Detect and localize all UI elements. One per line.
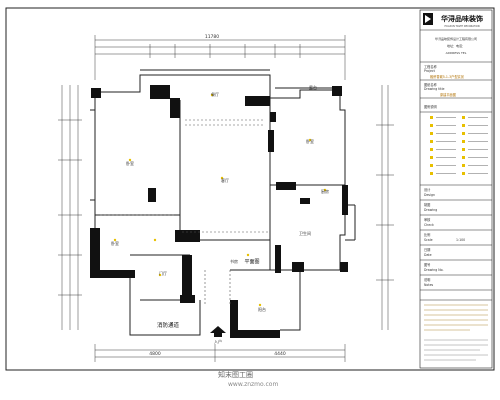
- wall-outlines: [90, 69, 356, 336]
- company-logo: [423, 13, 433, 25]
- notes-fineprint: [424, 304, 488, 331]
- room-balcony-bottom: 阳台: [258, 306, 266, 312]
- label-flat: 平面图: [244, 259, 259, 265]
- entry-arrow-icon: [210, 326, 226, 337]
- room-kitchen: 厨房: [321, 188, 329, 194]
- project-name-en: Project: [424, 69, 436, 73]
- sheet-border: [5, 7, 495, 371]
- label-fireproof-passage: 消防通道: [157, 321, 180, 329]
- dim-overall: 11780: [205, 34, 219, 40]
- checker-label: 审核: [424, 217, 431, 222]
- dimension-lines: [58, 35, 394, 362]
- drafter-label: 制图: [424, 202, 430, 207]
- logo-text: 华浔品味装饰: [441, 14, 483, 23]
- project-name-value: 融侨香城5-1-3户型实景: [430, 74, 464, 79]
- room-study: 书房: [230, 258, 238, 264]
- scale-label: 比例: [424, 232, 430, 237]
- room-balcony-top: 露台: [309, 84, 317, 90]
- company-line-1: 华浔品味装饰设计工程有限公司: [435, 36, 477, 41]
- date-en: Date: [424, 253, 432, 257]
- dim-bottom-left: 4800: [149, 351, 161, 357]
- company-line-3: ADDRESS TEL: [446, 51, 467, 55]
- drawing-name-en: Drawing title: [424, 87, 445, 91]
- room-entry-hall: 门厅: [159, 270, 167, 276]
- notes-en: Notes: [424, 283, 434, 287]
- logo-subtext: HUAXUN TASTE DECORATION: [444, 25, 479, 28]
- company-line-2: 地址：电话：: [447, 43, 465, 48]
- designer-label: 设计: [424, 187, 431, 192]
- notes-label: 说明: [424, 277, 430, 282]
- project-name-label: 工程名称: [424, 64, 438, 69]
- dashed-openings: [100, 119, 268, 305]
- drawing-no-en: Drawing No.: [424, 268, 444, 272]
- drawing-name-value: 原建平面图: [440, 92, 456, 97]
- designer-en: Design: [424, 193, 435, 197]
- title-block: [419, 9, 493, 369]
- watermark-url: www.znzmo.com: [228, 381, 279, 388]
- room-bedroom1: 卧室: [126, 160, 134, 166]
- room-dining: 餐厅: [211, 91, 219, 97]
- solid-walls: [90, 85, 348, 338]
- drafter-en: Drawing: [424, 208, 437, 212]
- room-living: 客厅: [221, 177, 229, 183]
- legend-title: 图例说明: [424, 104, 437, 109]
- date-label: 日期: [424, 247, 430, 252]
- scale-value: 1:100: [456, 238, 465, 242]
- scale-en: Scale: [424, 238, 433, 242]
- legend-symbols: [430, 116, 488, 175]
- checker-en: Check: [424, 223, 434, 227]
- room-bath: 卫生间: [299, 230, 311, 236]
- watermark-site: 知末图工圈: [218, 371, 253, 379]
- room-bedroom3: 卧室: [111, 240, 119, 246]
- room-bedroom2: 卧室: [306, 138, 314, 144]
- drawing-name-label: 图纸名称: [424, 82, 438, 87]
- drawing-no-label: 图号: [424, 262, 430, 267]
- entry-label: 入户: [214, 338, 222, 344]
- notes-fineprint-2: [424, 339, 488, 361]
- dim-bottom-right: 4440: [274, 351, 286, 357]
- electrical-markers: [113, 93, 327, 307]
